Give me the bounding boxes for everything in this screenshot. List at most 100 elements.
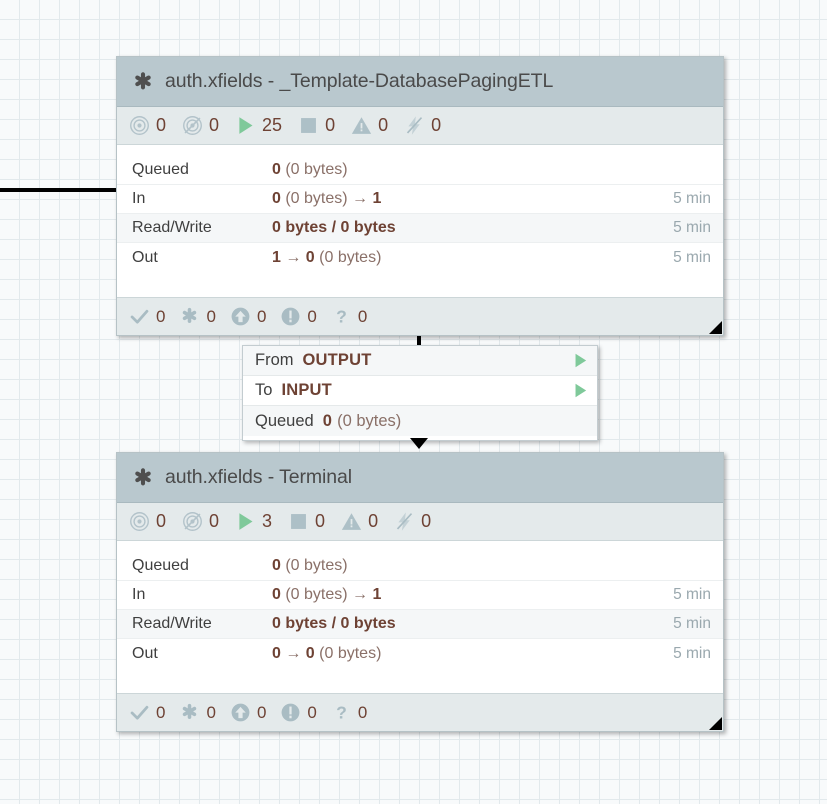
connection-queued-value: 0 <box>322 411 333 430</box>
asterisk-icon <box>135 71 151 89</box>
row-value: 0 bytes / 0 bytes <box>272 615 396 632</box>
footer-stat-locally-modified-and-stale[interactable]: 0 <box>280 306 317 327</box>
connection-to-label: To <box>255 381 273 399</box>
disabled-icon <box>406 116 423 135</box>
table-row: Read/Write 0 bytes / 0 bytes 5 min <box>117 610 723 639</box>
resize-handle[interactable] <box>709 717 722 730</box>
footer-stat-value: 0 <box>357 702 368 722</box>
stat-invalid[interactable]: 0 <box>341 511 378 532</box>
footer-stat-value: 0 <box>156 702 166 722</box>
footer-stat-value: 0 <box>256 306 267 326</box>
connection-to-value: INPUT <box>281 381 332 399</box>
running-icon <box>575 353 587 368</box>
footer-stat-locally-modified[interactable]: 0 <box>179 306 216 327</box>
not-transmitting-icon <box>183 116 202 135</box>
row-label: Out <box>132 644 158 662</box>
transmitting-icon <box>130 116 149 135</box>
invalid-icon <box>351 117 372 134</box>
stat-value: 0 <box>156 511 167 531</box>
stat-value: 0 <box>209 511 220 531</box>
not-transmitting-icon <box>183 512 202 531</box>
row-time: 5 min <box>673 190 711 207</box>
stat-disabled[interactable]: 0 <box>394 511 431 532</box>
table-row: In 0 (0 bytes) → 1 5 min <box>117 581 723 610</box>
row-value: 0 (0 bytes) <box>272 161 348 178</box>
process-group-version-footer: 0 0 0 0 <box>117 693 723 731</box>
connection-output-to-input[interactable]: From OUTPUT To INPUT Queued 0 (0 bytes) <box>242 345 598 441</box>
connection-from-row[interactable]: From OUTPUT <box>243 346 597 376</box>
stat-not-transmitting[interactable]: 0 <box>182 115 219 136</box>
process-group-template-database-paging-etl[interactable]: auth.xfields - _Template-DatabasePagingE… <box>116 56 724 336</box>
footer-stat-stale[interactable]: 0 <box>230 306 266 327</box>
stat-value: 0 <box>431 115 442 135</box>
exclamation-circle-icon <box>281 307 300 326</box>
asterisk-icon <box>135 467 151 485</box>
table-row: Out 0 → 0 (0 bytes) 5 min <box>117 639 723 668</box>
invalid-icon <box>341 513 362 530</box>
process-group-header[interactable]: auth.xfields - _Template-DatabasePagingE… <box>117 57 723 107</box>
transmitting-icon <box>130 512 149 531</box>
footer-stat-locally-modified[interactable]: 0 <box>179 702 216 723</box>
footer-stat-value: 0 <box>307 702 317 722</box>
check-icon <box>130 309 149 324</box>
running-icon <box>239 117 253 134</box>
footer-stat-sync-failure[interactable]: ? 0 <box>331 306 367 327</box>
connection-line-segment[interactable] <box>417 336 421 348</box>
row-time: 5 min <box>673 644 711 662</box>
row-label: Queued <box>132 557 189 574</box>
footer-stat-value: 0 <box>357 306 368 326</box>
table-row: Queued 0 (0 bytes) <box>117 552 723 581</box>
stat-stopped[interactable]: 0 <box>298 115 335 136</box>
row-label: In <box>132 190 146 207</box>
footer-stat-locally-modified-and-stale[interactable]: 0 <box>280 702 317 723</box>
asterisk-icon <box>183 307 197 324</box>
row-label: Out <box>132 248 158 266</box>
process-group-status-bar: 0 0 3 0 <box>117 503 723 541</box>
table-row: Out 1 → 0 (0 bytes) 5 min <box>117 243 723 272</box>
check-icon <box>130 705 149 720</box>
stat-value: 0 <box>209 115 220 135</box>
footer-stat-value: 0 <box>256 702 267 722</box>
process-group-terminal[interactable]: auth.xfields - Terminal 0 0 <box>116 452 724 732</box>
connection-to-row[interactable]: To INPUT <box>243 376 597 406</box>
stat-value: 0 <box>421 511 432 531</box>
row-time: 5 min <box>673 615 711 632</box>
process-group-version-footer: 0 0 0 0 <box>117 297 723 335</box>
row-time: 5 min <box>673 219 711 236</box>
stat-stopped[interactable]: 0 <box>288 511 325 532</box>
stat-value: 3 <box>262 511 273 531</box>
resize-handle[interactable] <box>709 321 722 334</box>
stat-disabled[interactable]: 0 <box>404 115 441 136</box>
footer-stat-sync-failure[interactable]: ? 0 <box>331 702 367 723</box>
stat-value: 0 <box>325 115 336 135</box>
stat-invalid[interactable]: 0 <box>351 115 388 136</box>
footer-stat-value: 0 <box>307 306 317 326</box>
stat-value: 0 <box>156 115 167 135</box>
footer-stat-up-to-date[interactable]: 0 <box>129 702 165 723</box>
stat-running[interactable]: 3 <box>235 511 272 532</box>
footer-stat-stale[interactable]: 0 <box>230 702 266 723</box>
process-group-stats-table: Queued 0 (0 bytes) In 0 (0 bytes) → 1 5 … <box>117 541 723 668</box>
stopped-icon <box>291 514 306 529</box>
stat-running[interactable]: 25 <box>235 115 282 136</box>
stat-not-transmitting[interactable]: 0 <box>182 511 219 532</box>
footer-stat-up-to-date[interactable]: 0 <box>129 306 165 327</box>
table-row: Queued 0 (0 bytes) <box>117 156 723 185</box>
stat-transmitting[interactable]: 0 <box>129 115 166 136</box>
page-title: auth.xfields - Terminal <box>165 466 353 488</box>
incoming-connection-line[interactable] <box>0 188 117 192</box>
connection-arrowhead <box>410 438 428 449</box>
process-group-header[interactable]: auth.xfields - Terminal <box>117 453 723 503</box>
stopped-icon <box>301 118 316 133</box>
stat-value: 0 <box>368 511 379 531</box>
row-label: Queued <box>132 161 189 178</box>
stat-value: 25 <box>262 115 283 135</box>
asterisk-icon <box>183 703 197 720</box>
stat-transmitting[interactable]: 0 <box>129 511 166 532</box>
table-row: Read/Write 0 bytes / 0 bytes 5 min <box>117 214 723 243</box>
row-value: 0 bytes / 0 bytes <box>272 219 396 236</box>
disabled-icon <box>396 512 413 531</box>
exclamation-circle-icon <box>281 703 300 722</box>
process-group-status-bar: 0 0 25 0 <box>117 107 723 145</box>
